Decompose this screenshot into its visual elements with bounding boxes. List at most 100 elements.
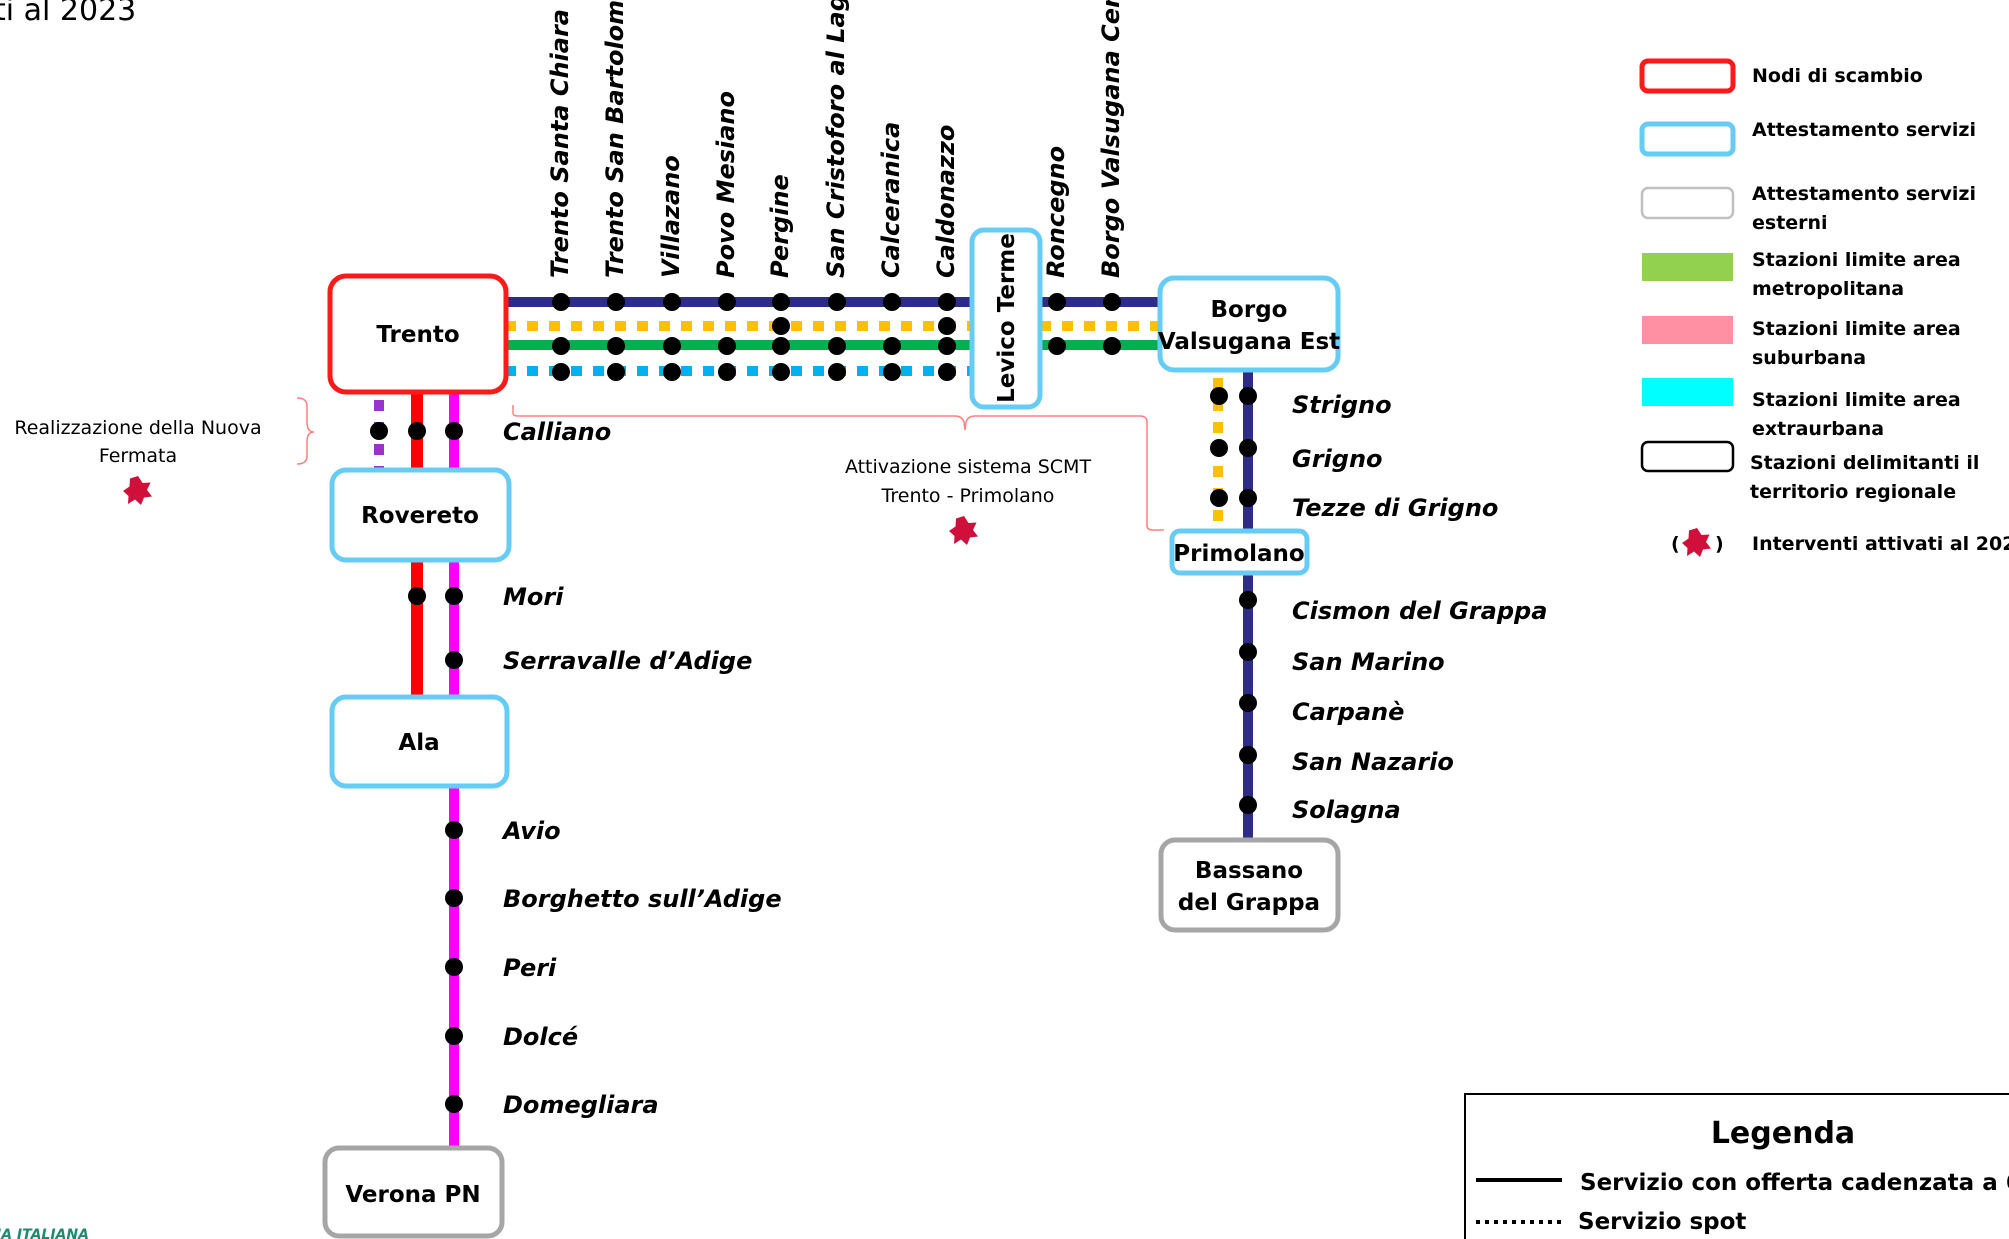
station-dot[interactable] bbox=[663, 293, 681, 311]
station-dot[interactable] bbox=[772, 337, 790, 355]
footer-brand: IA ITALIANA bbox=[0, 1227, 89, 1239]
annotation-nuova-fermata: Realizzazione della Nuova Fermata bbox=[14, 397, 315, 505]
station-dot[interactable] bbox=[883, 363, 901, 381]
node-label-line1: Bassano bbox=[1195, 858, 1303, 884]
station-label: Trento Santa Chiara bbox=[546, 9, 574, 278]
station-dot[interactable] bbox=[938, 363, 956, 381]
station-dot[interactable] bbox=[552, 363, 570, 381]
legend-paren-close: ) bbox=[1715, 533, 1724, 555]
station-dot[interactable] bbox=[1239, 439, 1257, 457]
star-icon bbox=[123, 476, 152, 505]
station-dot[interactable] bbox=[1210, 387, 1228, 405]
station-dot[interactable] bbox=[408, 587, 426, 605]
station-dot[interactable] bbox=[607, 293, 625, 311]
station-label: Borghetto sull’Adige bbox=[503, 885, 782, 913]
station-dot[interactable] bbox=[718, 363, 736, 381]
legend-label: Nodi di scambio bbox=[1752, 65, 1923, 87]
station-dot[interactable] bbox=[883, 337, 901, 355]
station-dot[interactable] bbox=[1239, 694, 1257, 712]
node-label: Primolano bbox=[1173, 541, 1304, 567]
station-dot[interactable] bbox=[445, 889, 463, 907]
node-verona-pn[interactable]: Verona PN bbox=[322, 1145, 505, 1239]
legend-label-line2: extraurbana bbox=[1752, 418, 1884, 440]
node-levico-terme[interactable]: Levico Terme bbox=[969, 227, 1043, 410]
annotation-brace bbox=[296, 397, 315, 465]
station-label: San Cristoforo al Lago bbox=[822, 0, 850, 278]
station-dot[interactable] bbox=[445, 1095, 463, 1113]
station-dot[interactable] bbox=[445, 422, 463, 440]
node-label-line2: Valsugana Est bbox=[1158, 329, 1340, 355]
station-dot[interactable] bbox=[718, 293, 736, 311]
legend-item-limite-metropolitana: Stazioni limite area metropolitana bbox=[1642, 249, 1961, 300]
station-dot[interactable] bbox=[445, 958, 463, 976]
station-dot[interactable] bbox=[772, 363, 790, 381]
station-label: Villazano bbox=[657, 155, 685, 278]
dot-row-yellow bbox=[772, 317, 956, 335]
node-label: Verona PN bbox=[345, 1182, 480, 1208]
annotation-text-line1: Attivazione sistema SCMT bbox=[845, 456, 1092, 478]
legend-box bbox=[1464, 1093, 2009, 1239]
legend-title: Legenda bbox=[1711, 1116, 1855, 1151]
legend-label: Interventi attivati al 2023 bbox=[1752, 533, 2009, 555]
station-dot[interactable] bbox=[772, 317, 790, 335]
station-dot[interactable] bbox=[1239, 489, 1257, 507]
station-dot[interactable] bbox=[883, 293, 901, 311]
annotation-brace bbox=[512, 405, 1164, 531]
station-dot[interactable] bbox=[445, 821, 463, 839]
dot-row-green bbox=[552, 337, 1121, 355]
station-dot[interactable] bbox=[1239, 591, 1257, 609]
station-dot[interactable] bbox=[828, 293, 846, 311]
station-dot[interactable] bbox=[370, 422, 388, 440]
station-dot[interactable] bbox=[1239, 746, 1257, 764]
station-dot[interactable] bbox=[552, 337, 570, 355]
node-trento[interactable]: Trento bbox=[327, 273, 509, 395]
station-dot[interactable] bbox=[408, 422, 426, 440]
station-dot[interactable] bbox=[1048, 337, 1066, 355]
station-label: Grigno bbox=[1292, 445, 1383, 473]
station-label: San Marino bbox=[1292, 648, 1445, 676]
node-ala[interactable]: Ala bbox=[329, 694, 510, 789]
node-label-line1: Borgo bbox=[1211, 297, 1288, 323]
station-dot[interactable] bbox=[718, 337, 736, 355]
station-dot[interactable] bbox=[828, 363, 846, 381]
legend-label-line2: metropolitana bbox=[1752, 278, 1904, 300]
station-label: Roncegno bbox=[1042, 146, 1070, 278]
node-primolano[interactable]: Primolano bbox=[1169, 528, 1310, 576]
station-dot[interactable] bbox=[1239, 387, 1257, 405]
station-dot[interactable] bbox=[1210, 439, 1228, 457]
star-icon bbox=[1682, 528, 1711, 557]
node-bassano-del-grappa[interactable]: Bassano del Grappa bbox=[1158, 837, 1341, 933]
station-dot[interactable] bbox=[1239, 796, 1257, 814]
station-dot[interactable] bbox=[552, 293, 570, 311]
node-label: Rovereto bbox=[361, 503, 479, 529]
station-dot[interactable] bbox=[1103, 337, 1121, 355]
node-box bbox=[1157, 275, 1341, 373]
station-dots bbox=[370, 293, 1257, 1113]
station-dot[interactable] bbox=[445, 1027, 463, 1045]
station-dot[interactable] bbox=[938, 293, 956, 311]
station-label: Trento San Bartolomeo bbox=[601, 0, 629, 278]
dot-col-south bbox=[408, 587, 463, 1113]
station-dot[interactable] bbox=[1210, 489, 1228, 507]
station-dot[interactable] bbox=[663, 337, 681, 355]
station-dot[interactable] bbox=[772, 293, 790, 311]
station-label: Borgo Valsugana Centro bbox=[1097, 0, 1125, 278]
station-dot[interactable] bbox=[607, 337, 625, 355]
station-dot[interactable] bbox=[938, 337, 956, 355]
node-borgo-valsugana-est[interactable]: Borgo Valsugana Est bbox=[1157, 275, 1341, 373]
legend-label: Attestamento servizi bbox=[1752, 119, 1976, 141]
station-dot[interactable] bbox=[938, 317, 956, 335]
station-dot[interactable] bbox=[445, 587, 463, 605]
station-labels-brennero-line: Calliano Mori Serravalle d’Adige Avio Bo… bbox=[501, 418, 782, 1119]
legend-swatch bbox=[1639, 58, 1736, 94]
station-dot[interactable] bbox=[445, 651, 463, 669]
station-dot[interactable] bbox=[1103, 293, 1121, 311]
station-dot[interactable] bbox=[607, 363, 625, 381]
station-dot[interactable] bbox=[1239, 643, 1257, 661]
station-dot[interactable] bbox=[1048, 293, 1066, 311]
station-dot[interactable] bbox=[828, 337, 846, 355]
legend-paren-open: ( bbox=[1671, 533, 1680, 555]
node-rovereto[interactable]: Rovereto bbox=[329, 467, 512, 563]
station-labels-horizontal-line: Trento Santa Chiara Trento San Bartolome… bbox=[546, 0, 1125, 278]
station-dot[interactable] bbox=[663, 363, 681, 381]
